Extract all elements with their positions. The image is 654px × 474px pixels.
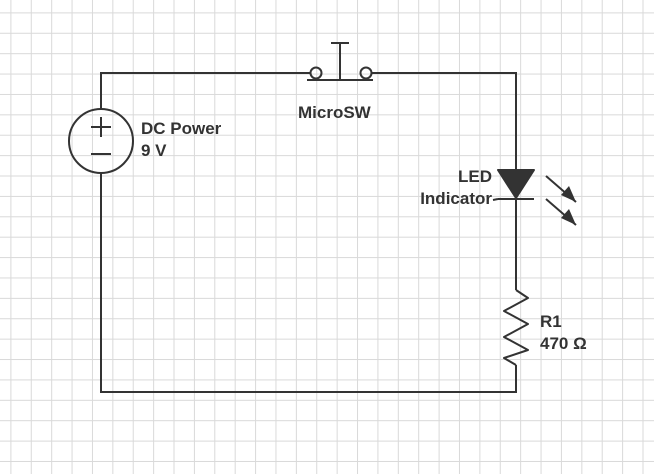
- micro-switch[interactable]: [307, 42, 373, 81]
- resistor-value: 470 Ω: [540, 334, 587, 353]
- dc-power-label: DC Power 9 V: [141, 118, 221, 162]
- wire-bottom: [100, 172, 517, 393]
- light-emission-arrows-icon: [545, 175, 577, 226]
- wire-top-left: [100, 72, 310, 110]
- resistor-name: R1: [540, 312, 562, 331]
- circuit-wires: [100, 72, 517, 393]
- led-triangle: [497, 169, 535, 199]
- led-label: LED Indicator: [380, 166, 492, 210]
- dc-power-name: DC Power: [141, 119, 222, 138]
- led-indicator[interactable]: [492, 169, 577, 226]
- resistor-zigzag: [503, 289, 529, 366]
- switch-contact-right: [359, 66, 373, 80]
- micro-switch-label: MicroSW: [298, 103, 371, 122]
- plus-sign-icon: [91, 117, 111, 137]
- resistor-label: R1 470 Ω: [540, 311, 587, 355]
- led-lead: [492, 198, 499, 201]
- wire-top-right: [372, 72, 517, 170]
- switch-contact-left: [309, 66, 323, 80]
- switch-actuator: [307, 42, 373, 81]
- dc-power-source[interactable]: [68, 108, 134, 174]
- dc-power-circle: [68, 108, 134, 174]
- dc-power-voltage: 9 V: [141, 141, 167, 160]
- resistor-r1[interactable]: [503, 289, 529, 366]
- led-label-line1: LED: [458, 167, 492, 186]
- led-label-line2: Indicator: [420, 189, 492, 208]
